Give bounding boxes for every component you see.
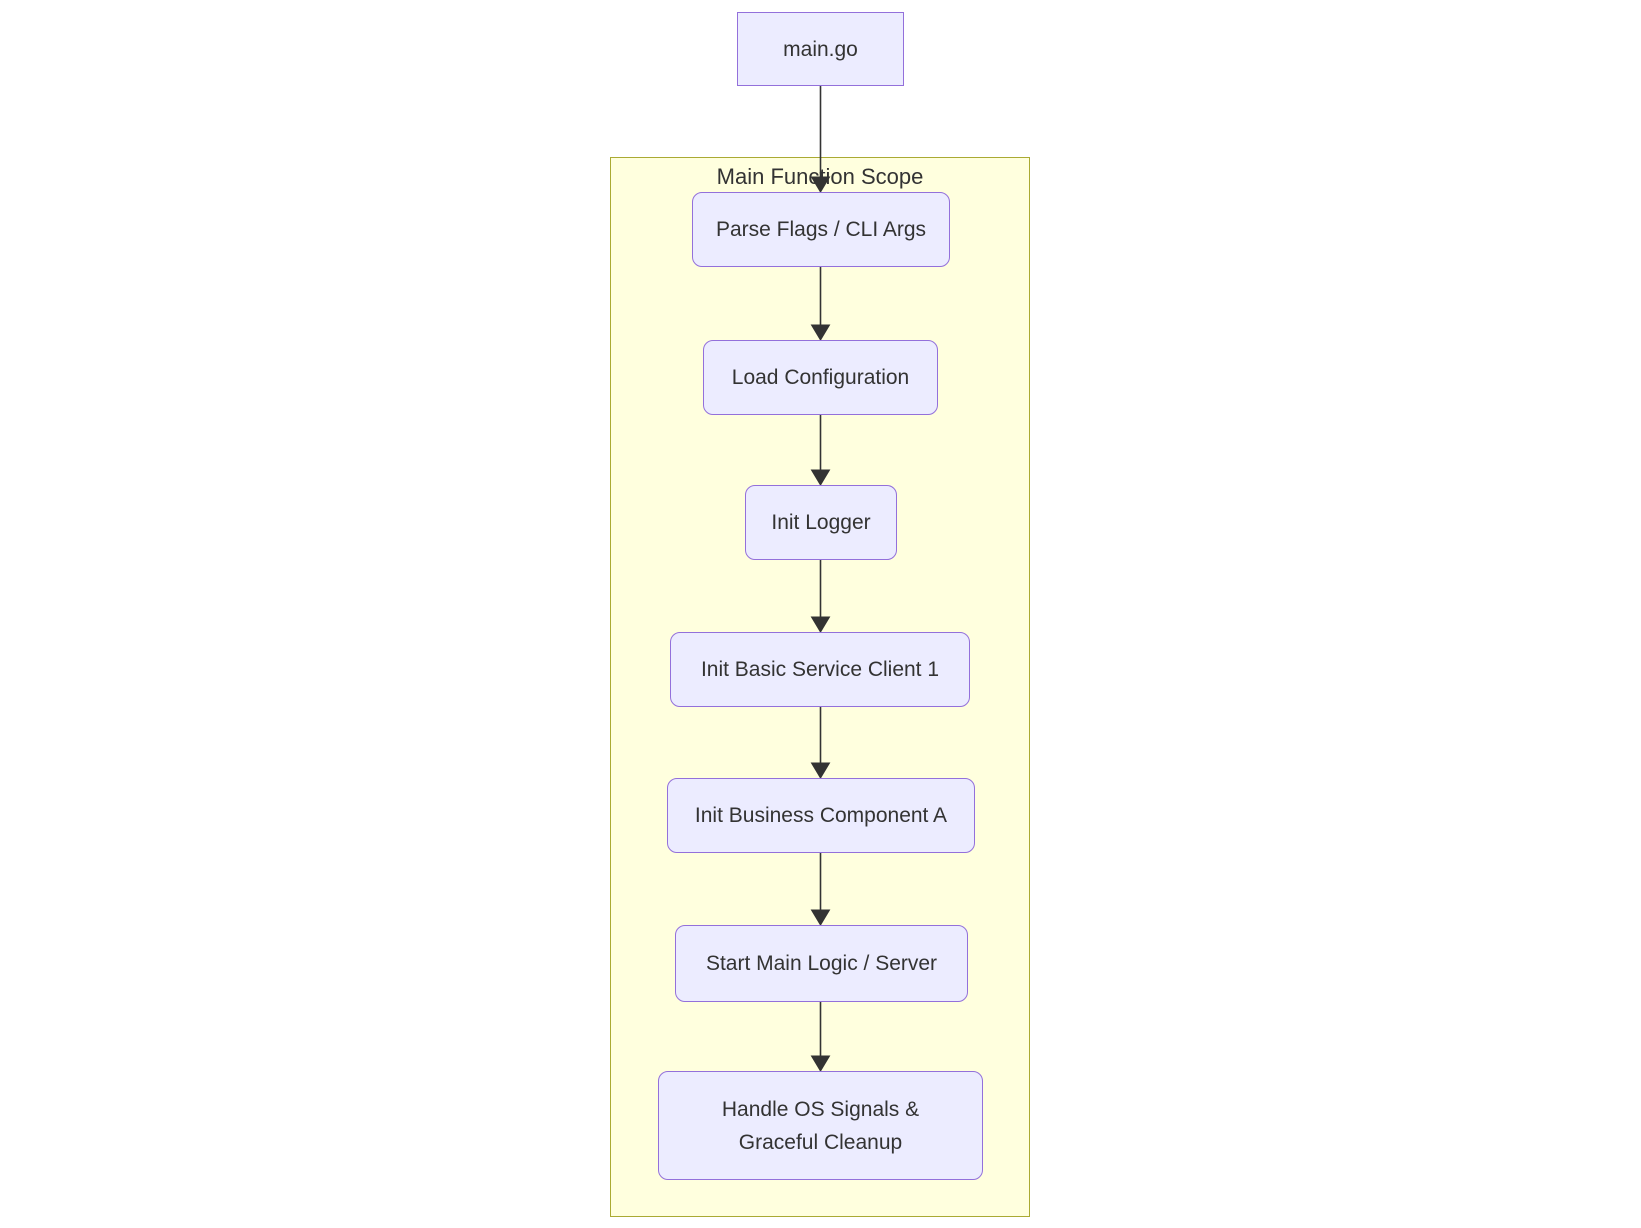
node-init-basic-service-client-1-label: Init Basic Service Client 1 [700, 658, 940, 681]
node-init-business-component-a-label: Init Business Component A [694, 804, 948, 827]
node-main-go-label: main.go [783, 37, 858, 61]
node-load-configuration: Load Configuration [703, 340, 938, 415]
node-parse-flags: Parse Flags / CLI Args [692, 192, 950, 267]
node-parse-flags-label: Parse Flags / CLI Args [715, 218, 927, 241]
node-handle-os-signals-cleanup-label: Handle OS Signals & Graceful Cleanup [721, 1097, 920, 1154]
node-init-logger: Init Logger [745, 485, 897, 560]
node-start-main-logic-server-label: Start Main Logic / Server [705, 952, 938, 975]
node-main-go: main.go [737, 12, 904, 86]
node-start-main-logic-server: Start Main Logic / Server [675, 925, 968, 1002]
node-handle-os-signals-cleanup: Handle OS Signals & Graceful Cleanup [658, 1071, 983, 1180]
node-init-basic-service-client-1: Init Basic Service Client 1 [670, 632, 970, 707]
node-init-business-component-a: Init Business Component A [667, 778, 975, 853]
node-init-logger-label: Init Logger [771, 511, 871, 534]
node-load-configuration-label: Load Configuration [731, 366, 910, 389]
cluster-title: Main Function Scope [716, 164, 924, 189]
